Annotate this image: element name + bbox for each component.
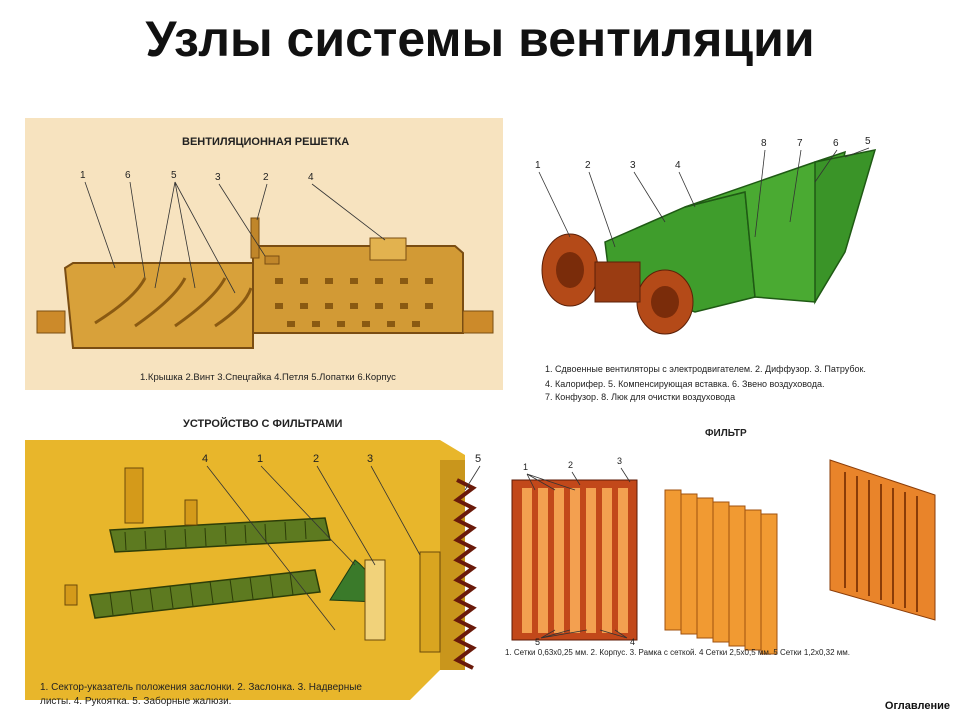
louver-blade	[94, 277, 147, 325]
filter-callout: 5	[535, 637, 540, 647]
grille-left-flange	[36, 310, 66, 334]
grille-callout: 1	[80, 170, 86, 181]
filter-device-callout: 1	[257, 453, 263, 465]
grille-caption: 1.Крышка 2.Винт 3.Спецгайка 4.Петля 5.Ло…	[140, 372, 396, 383]
grille-right-flange	[462, 310, 494, 334]
filter-cassette-upper	[109, 517, 331, 553]
pleated-mesh	[664, 489, 778, 655]
bolt-bottom	[64, 584, 78, 606]
duct-caption-line: 1. Сдвоенные вентиляторы с электродвигат…	[545, 364, 866, 374]
duct-caption-line: 4. Калорифер. 5. Компенсирующая вставка.…	[545, 379, 825, 389]
duct-callout: 6	[833, 138, 839, 149]
grille-diagram: ВЕНТИЛЯЦИОННАЯ РЕШЕТКА 1 6 5 3 2 4 1.Кры…	[25, 118, 503, 390]
screw	[250, 217, 260, 259]
filter-device-caption-line: листы. 4. Рукоятка. 5. Заборные жалюзи.	[40, 696, 232, 707]
duct-callout: 7	[797, 138, 803, 149]
electric-motor	[594, 261, 641, 303]
grille-cover	[252, 245, 464, 334]
grille-callout: 6	[125, 170, 131, 181]
louver-blade	[134, 277, 187, 328]
duct-leader-lines	[538, 147, 870, 248]
bolt-mid	[184, 499, 198, 526]
filter-diagram: 1 2 3 5 4 1. Сетки 0,63x0,25 мм. 2. Корп…	[505, 456, 936, 657]
filter-device-leader-lines	[206, 465, 481, 631]
filter-callout: 4	[630, 637, 635, 647]
filter-device-housing	[25, 440, 465, 700]
intake-louvers	[453, 478, 477, 670]
table-of-contents-link[interactable]: Оглавление	[884, 700, 950, 712]
louver-blade	[174, 277, 227, 328]
filter-device-caption-line: 1. Сектор-указатель положения заслонки. …	[40, 682, 362, 693]
fan-left-hub	[556, 252, 584, 288]
filter-leader-lines	[526, 467, 631, 639]
damper	[364, 559, 386, 641]
filter-device-heading: УСТРОЙСТВО С ФИЛЬТРАМИ	[183, 418, 343, 430]
duct-caption-line: 7. Конфузор. 8. Люк для очистки воздухов…	[545, 392, 736, 402]
mesh-layers	[522, 488, 628, 633]
grille-leader-lines	[84, 181, 386, 294]
filter-device-diagram: 4 1 2 3 5	[25, 440, 481, 700]
fan-right-hub	[651, 286, 679, 318]
bolt-left	[124, 467, 144, 524]
filter-callout: 1	[523, 462, 528, 472]
duct-callout: 3	[630, 160, 636, 171]
hinge	[369, 237, 407, 261]
grille-heading: ВЕНТИЛЯЦИОННАЯ РЕШЕТКА	[182, 136, 349, 148]
filter-device-callout: 2	[313, 453, 319, 465]
grille-callout: 5	[171, 170, 177, 181]
grille-body	[63, 262, 254, 349]
filter-callout: 3	[617, 456, 622, 466]
framed-mesh-slats	[844, 472, 918, 612]
cassette-pleats	[109, 520, 307, 616]
special-nut	[264, 255, 280, 265]
filter-cassette-lower	[89, 569, 321, 619]
duct-callout: 5	[865, 136, 871, 147]
filter-caption: 1. Сетки 0,63x0,25 мм. 2. Корпус. 3. Рам…	[505, 648, 850, 657]
grille-callout: 3	[215, 172, 221, 183]
filter-device-callout: 3	[367, 453, 373, 465]
grille-callout: 2	[263, 172, 269, 183]
cover-slots	[275, 278, 433, 327]
duct-callout: 1	[535, 160, 541, 171]
filter-device-callout: 5	[475, 453, 481, 465]
duct-callout: 8	[761, 138, 767, 149]
door-sheets	[419, 551, 441, 653]
grille-callout: 4	[308, 172, 314, 183]
duct-diagram: 1 2 3 4 8 7 6 5 1. Сдвоенные вентиляторы…	[535, 136, 877, 374]
duct-callout: 4	[675, 160, 681, 171]
filter-callout: 2	[568, 460, 573, 470]
louver-blade	[214, 287, 253, 328]
confuser	[814, 149, 877, 305]
filter-device-callout: 4	[202, 453, 208, 465]
filter-heading: ФИЛЬТР	[705, 428, 747, 439]
slide-title: Узлы системы вентиляции	[145, 11, 815, 67]
duct-callout: 2	[585, 160, 591, 171]
